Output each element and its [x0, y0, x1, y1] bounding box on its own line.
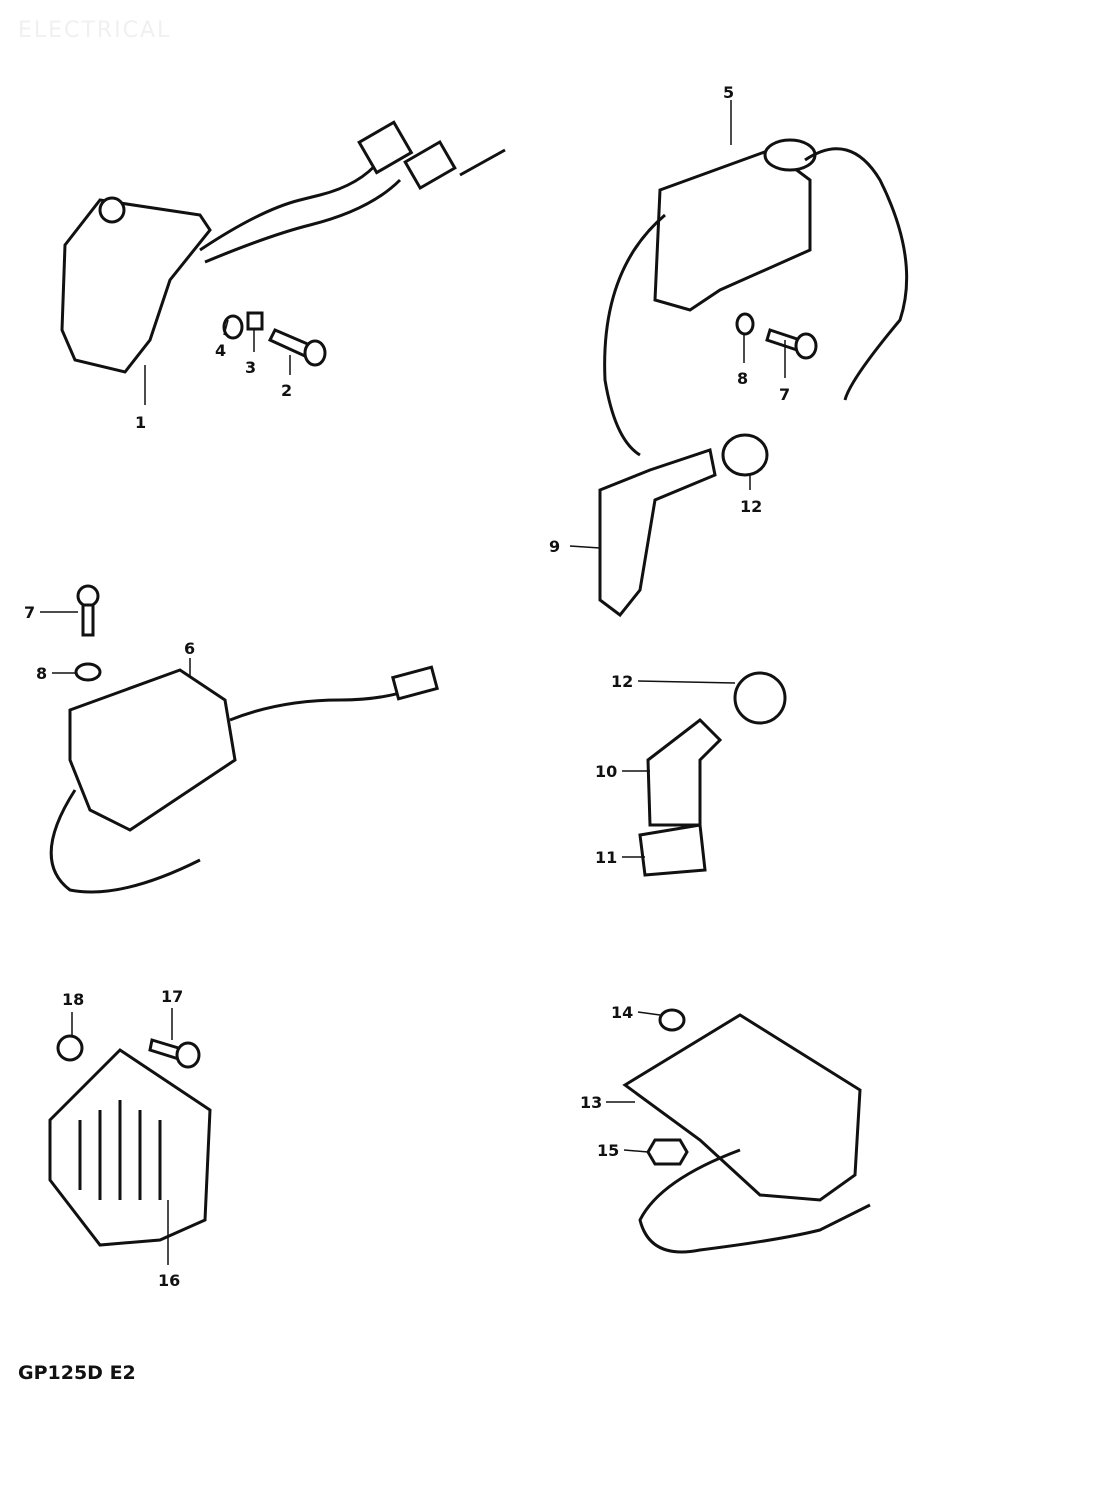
callout-4: 4 [215, 341, 226, 360]
ignition-coil-2 [49, 665, 440, 894]
callout-8b: 8 [36, 664, 47, 683]
washer [74, 662, 102, 682]
callout-14: 14 [611, 1003, 633, 1022]
callout-6: 6 [184, 639, 195, 658]
screw [76, 584, 100, 637]
leader-lines [40, 100, 786, 1265]
callout-7: 7 [779, 385, 790, 404]
callout-10: 10 [595, 762, 617, 781]
callout-12b: 12 [611, 672, 633, 691]
washer [222, 314, 244, 340]
callout-11: 11 [595, 848, 617, 867]
washer [735, 312, 755, 336]
regulator-rectifier [48, 1048, 212, 1247]
callout-12: 12 [740, 497, 762, 516]
seal [721, 433, 769, 477]
model-code: GP125D E2 [18, 1362, 136, 1384]
screw [658, 1008, 686, 1032]
electronic-unit [622, 1013, 871, 1254]
callout-17: 17 [161, 987, 183, 1006]
page-title: ELECTRICAL [18, 18, 172, 43]
nut [56, 1034, 84, 1062]
callout-9: 9 [549, 537, 560, 556]
nut [646, 1138, 689, 1166]
boot [638, 823, 707, 877]
callout-13: 13 [580, 1093, 602, 1112]
callout-2: 2 [281, 381, 292, 400]
lock-washer [246, 311, 264, 331]
plug-cap [646, 718, 723, 827]
spark-plug-cap [598, 448, 717, 618]
callout-3: 3 [245, 358, 256, 377]
callout-7b: 7 [24, 603, 35, 622]
cdi-unit [60, 120, 506, 374]
seal [733, 671, 787, 725]
callout-8: 8 [737, 369, 748, 388]
bolt [148, 1038, 201, 1069]
screw [267, 328, 327, 367]
callout-15: 15 [597, 1141, 619, 1160]
ignition-coil [603, 138, 909, 457]
callout-16: 16 [158, 1271, 180, 1290]
callout-1: 1 [135, 413, 146, 432]
callout-5: 5 [723, 83, 734, 102]
screw [765, 328, 818, 360]
callout-18: 18 [62, 990, 84, 1009]
